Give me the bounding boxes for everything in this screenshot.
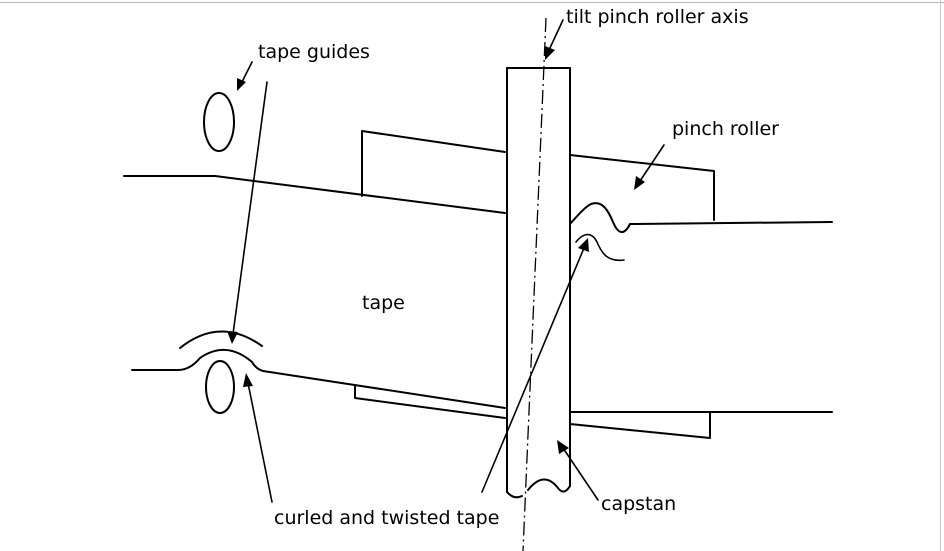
label-capstan: capstan [601, 493, 676, 515]
leader-curled-tape-left [243, 373, 273, 503]
capstan-shape [506, 67, 571, 499]
label-pinch-roller: pinch roller [672, 118, 779, 140]
pinch-roller-bottom-shape [354, 385, 711, 439]
pinch-roller-shape [361, 130, 715, 221]
leader-pinch-roller [634, 144, 665, 190]
leader-capstan [557, 440, 599, 501]
leader-tilt-axis [545, 19, 564, 60]
tape-shape [123, 175, 833, 413]
label-tilt-axis: tilt pinch roller axis [566, 6, 749, 28]
label-tape: tape [362, 292, 405, 314]
tape-guides-shape [179, 92, 263, 414]
leader-curled-tape-right [481, 238, 589, 493]
label-tape-guides: tape guides [258, 41, 370, 63]
tilt-axis-line [522, 17, 547, 551]
leader-tape-guides-bottom [227, 81, 268, 344]
leader-tape-guides-top [237, 61, 253, 91]
label-curled-tape: curled and twisted tape [274, 507, 499, 529]
